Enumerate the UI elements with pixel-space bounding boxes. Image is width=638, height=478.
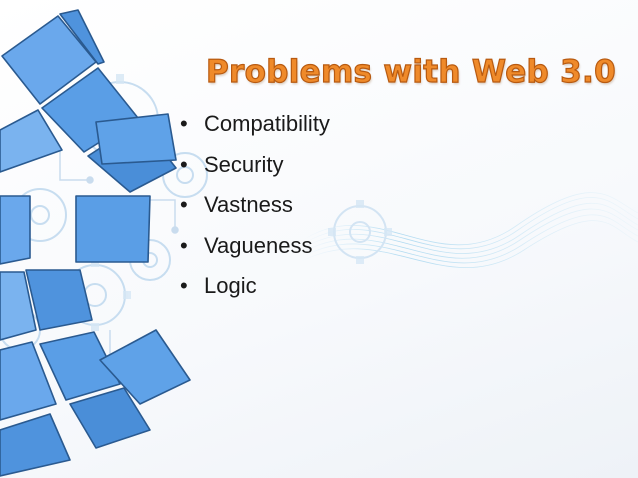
radial-segments-decoration xyxy=(0,9,191,477)
bullet-list: Compatibility Security Vastness Vaguenes… xyxy=(178,108,330,311)
bullet-item: Logic xyxy=(178,270,330,311)
bullet-item: Security xyxy=(178,149,330,190)
slide-title: Problems with Web 3.0 xyxy=(205,53,616,90)
bullet-item: Vagueness xyxy=(178,230,330,271)
bullet-item: Vastness xyxy=(178,189,330,230)
bullet-item: Compatibility xyxy=(178,108,330,149)
wave-decoration xyxy=(299,192,638,268)
